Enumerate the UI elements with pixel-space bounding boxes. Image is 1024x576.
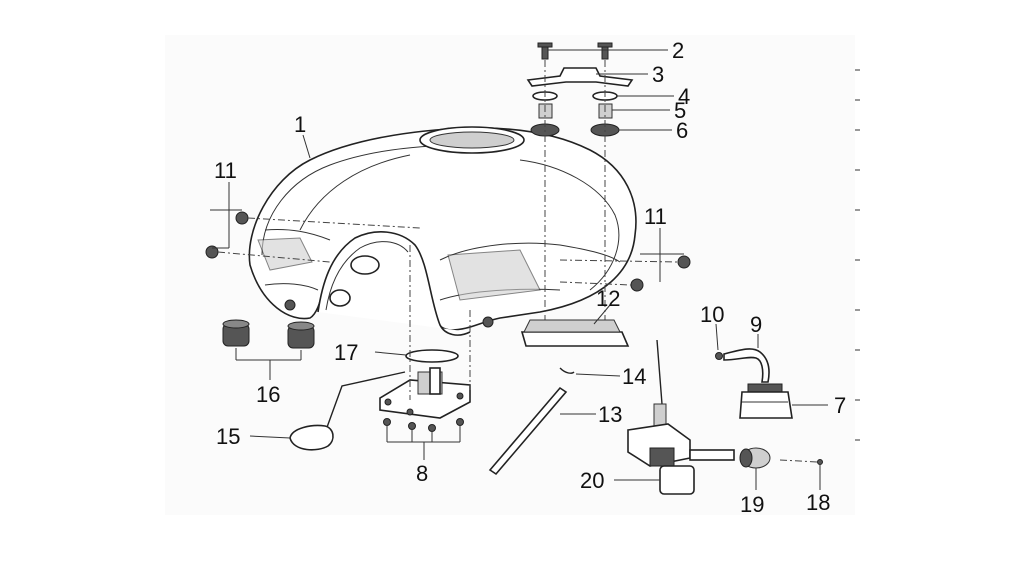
callout-2: 2 — [672, 38, 684, 63]
hose-clamp — [739, 447, 771, 469]
callout-11-right: 11 — [644, 204, 667, 229]
callout-11-left: 11 — [214, 158, 237, 183]
sender-screws — [383, 418, 464, 432]
callout-10: 10 — [700, 302, 724, 327]
fuel-valve — [627, 339, 735, 495]
callout-15: 15 — [216, 424, 240, 449]
callout-20: 20 — [580, 468, 604, 493]
gasket — [405, 349, 459, 363]
fuel-filter-cup — [739, 383, 793, 419]
tank-pad — [520, 319, 630, 347]
callout-6: 6 — [676, 118, 688, 143]
callout-labels: 1 2 3 4 5 6 7 8 9 10 11 11 12 13 14 15 1… — [214, 38, 846, 517]
leader-lines — [210, 49, 828, 490]
callout-9: 9 — [750, 312, 762, 337]
mounting-bracket — [526, 67, 634, 87]
clip — [559, 367, 575, 374]
callout-8: 8 — [416, 461, 428, 486]
callout-18: 18 — [806, 490, 830, 515]
callout-3: 3 — [652, 62, 664, 87]
rubber-cushions — [222, 319, 315, 349]
fuel-level-sender — [379, 367, 471, 419]
callout-1: 1 — [294, 112, 306, 137]
callout-17: 17 — [334, 340, 358, 365]
drain-screw — [779, 459, 823, 465]
callout-13: 13 — [598, 402, 622, 427]
callout-5: 5 — [674, 98, 686, 123]
float-arm — [289, 371, 406, 451]
callout-7: 7 — [834, 393, 846, 418]
frame-ticks — [855, 69, 860, 441]
breather-tube — [723, 348, 770, 383]
fuel-hose — [488, 386, 568, 476]
breather-nipple — [715, 352, 723, 360]
callout-12: 12 — [596, 286, 620, 311]
callout-16: 16 — [256, 382, 280, 407]
fuel-tank — [248, 126, 637, 336]
bracket-bolts — [537, 42, 613, 60]
mounting-nuts — [205, 211, 691, 292]
callout-19: 19 — [740, 492, 764, 517]
callout-14: 14 — [622, 364, 646, 389]
callout-4: 4 — [678, 84, 690, 109]
